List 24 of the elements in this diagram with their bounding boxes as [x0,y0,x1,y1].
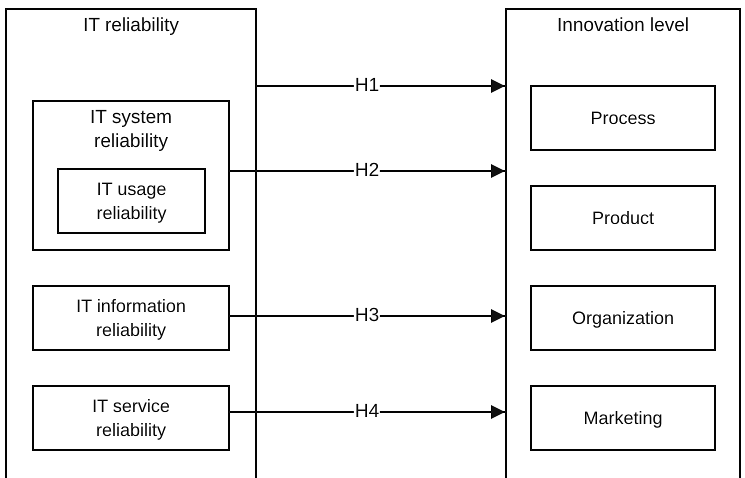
arrow [230,164,505,178]
process-box [57,168,206,234]
process-box [32,385,230,451]
process-box [530,185,716,251]
group-box [32,100,230,251]
group-title: IT system reliability [89,106,173,154]
group-title: Innovation level [556,14,690,38]
arrow [230,309,505,323]
process-box [530,285,716,351]
box-label: IT service reliability [91,395,171,442]
process-box [32,285,230,351]
box-label: IT usage reliability [95,178,168,225]
box-label: Product [590,207,656,230]
group-box [505,8,741,478]
arrow [257,79,505,93]
box-label: Marketing [582,407,664,430]
group-title: IT reliability [82,14,180,38]
arrow [230,405,505,419]
box-label: Organization [570,307,676,330]
process-box [530,85,716,151]
group-box [5,8,257,478]
process-box [530,385,716,451]
box-label: IT information reliability [75,295,187,342]
box-label: Process [589,107,657,130]
